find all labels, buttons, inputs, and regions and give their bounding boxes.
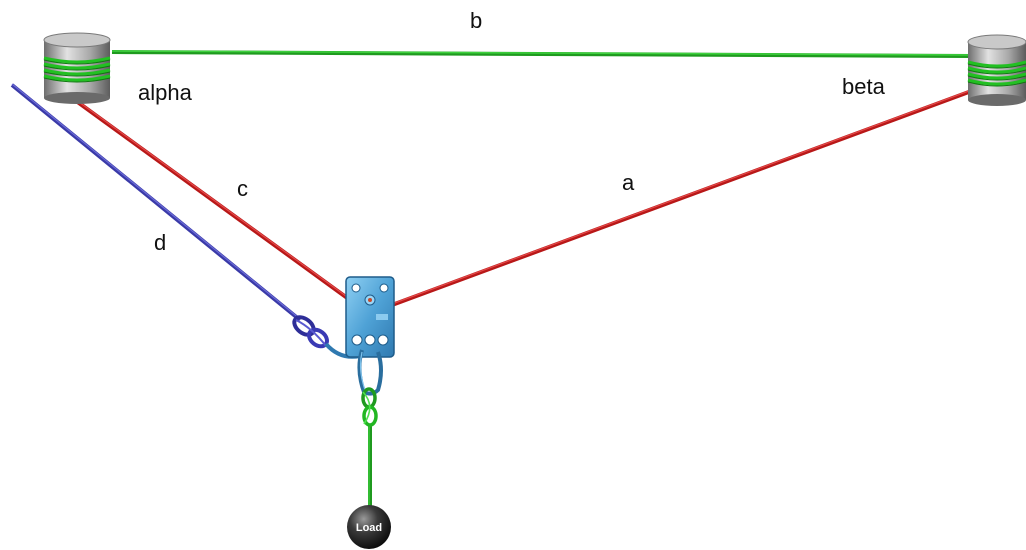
rigging-plate-icon xyxy=(345,276,395,358)
rope-a xyxy=(391,84,986,307)
label-beta: beta xyxy=(842,74,886,99)
anchor-drum-icon xyxy=(43,32,111,104)
figure-eight-knot-icon xyxy=(292,315,329,349)
rope-c xyxy=(48,80,352,302)
label-a: a xyxy=(622,170,635,195)
load-ball-icon: Load xyxy=(347,505,391,549)
figure-eight-knot-icon xyxy=(361,387,378,427)
label-b: b xyxy=(470,8,482,33)
load-label: Load xyxy=(356,522,382,534)
label-c: c xyxy=(237,176,248,201)
rope-d xyxy=(10,83,302,322)
label-d: d xyxy=(154,230,166,255)
anchor-alpha xyxy=(43,32,111,104)
label-alpha: alpha xyxy=(138,80,193,105)
rope-b xyxy=(111,50,973,58)
anchor-drum-icon xyxy=(967,34,1026,106)
rope-load xyxy=(368,425,372,518)
anchor-beta xyxy=(967,34,1026,106)
carabiner-center-icon xyxy=(357,349,383,396)
